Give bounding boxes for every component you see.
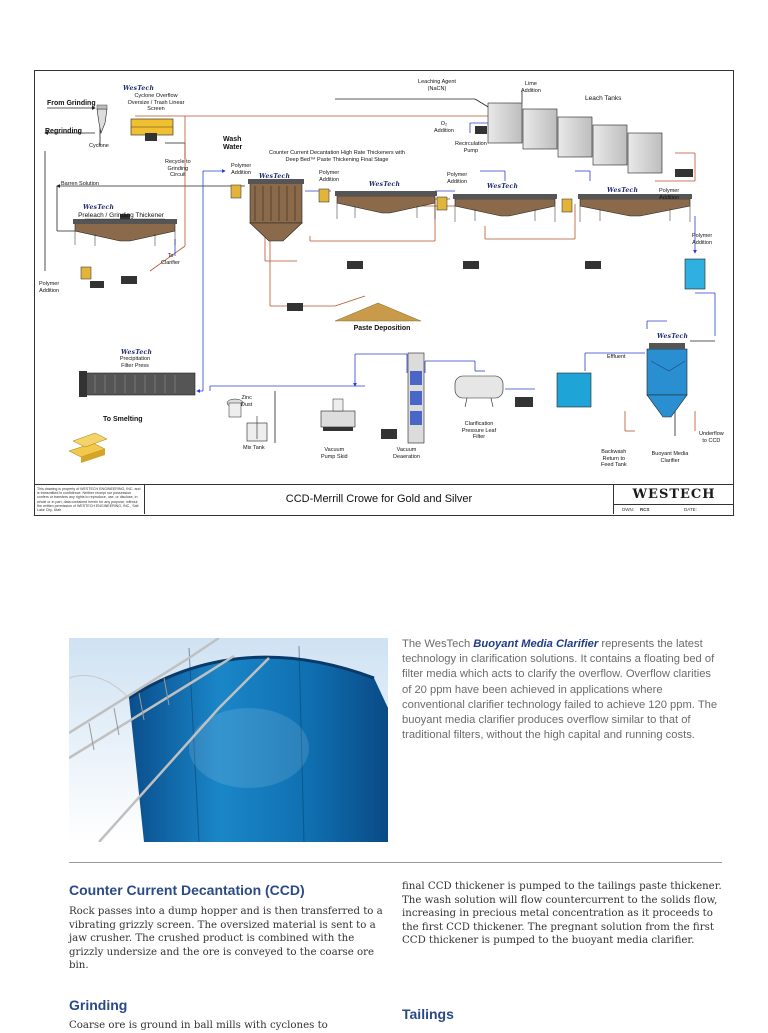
cyclone-graphic xyxy=(96,104,108,135)
process-flow-diagram: WesTech WesTech WesTech WesTech WesTech … xyxy=(34,70,734,516)
label-wash-water: Wash Water xyxy=(223,136,243,151)
leach-tanks-graphic xyxy=(487,102,663,174)
dwn-label: DWN: xyxy=(622,507,634,512)
label-lime-addition: Lime Addition xyxy=(521,81,541,94)
intro-body: represents the latest technology in clar… xyxy=(402,638,718,742)
brand-mark: WesTech xyxy=(121,349,153,356)
label-vacuum-deaeration: Vacuum Deaeration xyxy=(393,447,420,460)
label-cyclone: Cyclone xyxy=(89,143,109,149)
brand-mark: WesTech xyxy=(83,204,115,211)
label-backwash: Backwash Return to Feed Tank xyxy=(601,449,627,468)
label-barren-solution: Barren Solution xyxy=(61,181,99,187)
buoyant-clarifier-intro: The WesTech Buoyant Media Clarifier repr… xyxy=(402,637,722,743)
paste-pile-graphic xyxy=(334,302,422,322)
label-regrinding: Regrinding xyxy=(45,128,82,135)
paragraph-ccd-continued: final CCD thickener is pumped to the tai… xyxy=(402,881,722,946)
label-from-grinding: From Grinding xyxy=(47,100,96,107)
intro-product-name: Buoyant Media Clarifier xyxy=(473,638,599,650)
label-polymer-addition: Polymer Addition xyxy=(39,281,60,294)
title-block: This drawing is property of WESTECH ENGI… xyxy=(35,484,734,515)
label-preleach: Preleach / Grinding Thickener xyxy=(78,212,164,219)
buoyant-media-clarifier-graphic xyxy=(646,343,688,418)
brand-mark: WesTech xyxy=(487,183,519,190)
linear-screen-graphic xyxy=(130,118,174,141)
label-cyclone-overflow: Cyclone Overflow Oversize / Trash Linear… xyxy=(127,93,185,112)
heading-grinding: Grinding xyxy=(69,997,128,1013)
brand-mark: WesTech xyxy=(369,181,401,188)
title-block-right: WESTECH DWN: RCS DATE: xyxy=(613,485,734,514)
label-o2-addition: O₂ Addition xyxy=(434,121,454,134)
label-recirculation-pump: Recirculation Pump xyxy=(455,141,487,154)
paragraph-grinding: Coarse ore is ground in ball mills with … xyxy=(69,1020,328,1031)
drawing-title: CCD-Merrill Crowe for Gold and Silver xyxy=(285,493,473,505)
vacuum-deaeration-graphic xyxy=(381,352,425,444)
brand-mark: WesTech xyxy=(607,187,639,194)
label-clarification-filter: Clarification Pressure Leaf Filter xyxy=(461,421,497,440)
label-polymer-3: Polymer Addition xyxy=(447,172,468,185)
label-precipitation-filter-press: Precipitation Filter Press xyxy=(119,356,151,369)
flow-diagram-graphics xyxy=(44,91,716,463)
label-polymer-2: Polymer Addition xyxy=(319,170,340,183)
label-mix-tank: Mix Tank xyxy=(243,445,265,451)
clarifier-photo xyxy=(69,638,388,842)
mix-tank-graphic xyxy=(246,416,268,442)
filter-press-graphic xyxy=(79,371,196,397)
brand-mark: WesTech xyxy=(123,85,155,92)
date-label: DATE: xyxy=(684,507,697,512)
vacuum-pump-skid-graphic xyxy=(320,398,356,431)
label-underflow: Underflow to CCD xyxy=(699,431,724,444)
label-vacuum-pump-skid: Vacuum Pump Skid xyxy=(321,447,348,460)
heading-tailings: Tailings xyxy=(402,1006,454,1022)
label-effluent: Effluent xyxy=(607,354,626,360)
brand-mark: WesTech xyxy=(259,173,291,180)
label-recycle: Recycle to Grinding Circuit xyxy=(165,159,191,178)
label-polymer-5: Polymer Addition xyxy=(692,233,713,246)
label-polymer-4: Polymer Addition xyxy=(659,188,680,201)
label-zinc-dust: Zinc Dust xyxy=(241,395,253,408)
label-paste-deposition: Paste Deposition xyxy=(353,325,411,332)
label-to-clarifier: To Clarifier xyxy=(161,253,180,266)
zinc-dust-graphic xyxy=(226,398,244,418)
dwn-value: RCS xyxy=(640,507,650,512)
title-block-legal-notice: This drawing is property of WESTECH ENGI… xyxy=(35,485,145,514)
polymer-tank-graphic xyxy=(684,258,706,290)
section-divider xyxy=(69,862,722,863)
title-block-fields: DWN: RCS DATE: xyxy=(614,504,734,515)
intro-lead: The WesTech xyxy=(402,638,474,650)
feed-tank-graphic xyxy=(556,372,592,408)
ccd-thickener-graphic xyxy=(335,191,692,222)
label-polymer-1: Polymer Addition xyxy=(231,163,252,176)
heading-ccd: Counter Current Decantation (CCD) xyxy=(69,882,305,898)
gold-bars-graphic xyxy=(68,432,108,463)
preleach-thickener-graphic xyxy=(73,214,177,246)
label-ccd-title: Counter Current Decantation High Rate Th… xyxy=(269,150,405,163)
label-to-smelting: To Smelting xyxy=(103,416,143,423)
label-leaching-agent: Leaching Agent (NaCN) xyxy=(418,79,456,92)
paragraph-ccd: Rock passes into a dump hopper and is th… xyxy=(69,906,383,971)
westech-logo: WESTECH xyxy=(632,487,716,502)
pressure-leaf-filter-graphic xyxy=(454,375,504,408)
label-leach-tanks: Leach Tanks xyxy=(585,95,622,102)
paste-thickener-graphic xyxy=(248,179,304,242)
brand-mark: WesTech xyxy=(657,333,689,340)
label-buoyant-media-clarifier: Buoyant Media Clarifier xyxy=(651,451,689,464)
